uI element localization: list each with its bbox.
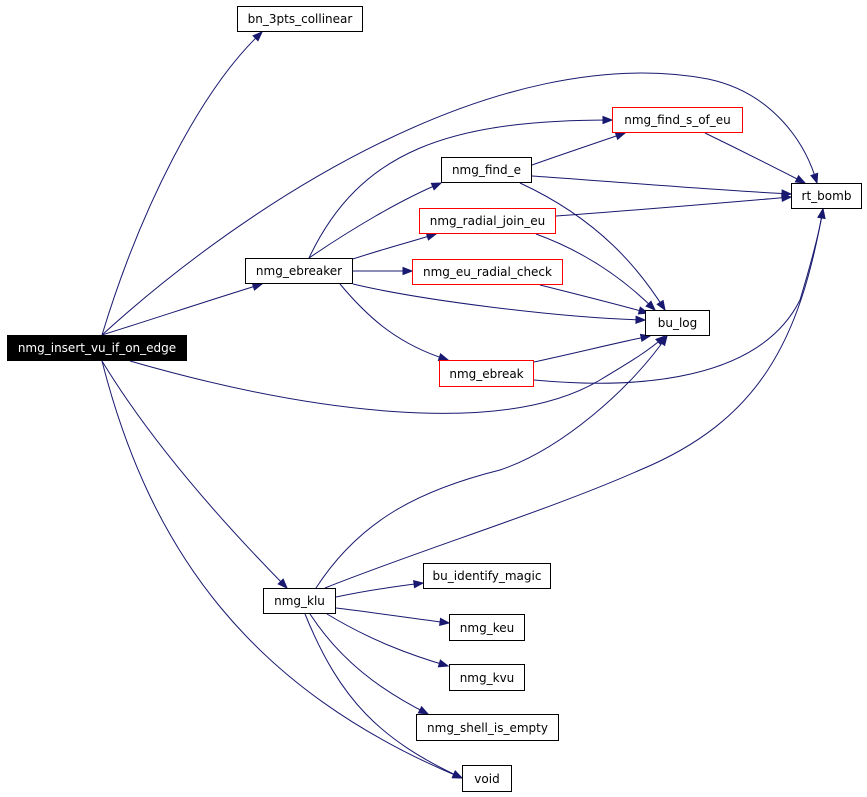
edge-ebreaker-to-eucheck — [353, 266, 414, 276]
node-bu-log[interactable]: bu_log — [645, 310, 710, 336]
node-bn-3pts-collinear[interactable]: bn_3pts_collinear — [237, 6, 363, 32]
arrowhead — [417, 705, 430, 715]
arrowhead — [656, 299, 666, 312]
edge-finde-to-rtbomb — [531, 175, 793, 198]
node-bu-identify-magic[interactable]: bu_identify_magic — [423, 563, 551, 589]
node-nmg-shell-is-empty[interactable]: nmg_shell_is_empty — [416, 714, 559, 741]
arrowhead — [425, 232, 438, 241]
edge-finde-to-bulog — [519, 182, 666, 312]
edge-insert-to-void — [101, 360, 464, 779]
arrowhead — [252, 31, 263, 42]
arrowhead — [602, 115, 614, 125]
arrowhead — [810, 172, 819, 185]
node-nmg-ebreaker[interactable]: nmg_ebreaker — [245, 258, 353, 284]
node-nmg-eu-radial-check[interactable]: nmg_eu_radial_check — [412, 259, 563, 285]
edge-ebreaker-to-finde — [308, 182, 443, 259]
arrowhead — [402, 266, 414, 276]
edge-insert-to-rtbomb — [101, 72, 819, 336]
node-nmg-kvu[interactable]: nmg_kvu — [449, 664, 525, 691]
arrowhead — [794, 174, 807, 184]
node-nmg-keu[interactable]: nmg_keu — [449, 614, 525, 641]
edge-finde-to-findsofeu — [531, 132, 627, 166]
arrowhead — [430, 182, 443, 191]
edge-klu-to-kvu — [326, 613, 450, 668]
arrowhead — [277, 578, 288, 589]
edge-klu-to-rtbomb — [324, 207, 826, 589]
edge-radialjoin-to-rtbomb — [555, 193, 793, 217]
arrowhead — [645, 300, 656, 311]
arrowhead — [817, 207, 826, 220]
edge-ebreak-to-rtbomb — [533, 207, 826, 384]
edge-insert-to-ebreaker — [101, 282, 264, 336]
edge-ebreaker-to-findsofeu — [308, 115, 614, 259]
edge-radialjoin-to-bulog — [535, 233, 656, 311]
edge-insert-to-klu — [101, 360, 288, 589]
edge-klu-to-bulog — [315, 334, 668, 589]
arrowhead — [781, 193, 793, 203]
edge-ebreak-to-bulog — [533, 333, 652, 363]
node-nmg-find-s-of-eu[interactable]: nmg_find_s_of_eu — [612, 107, 743, 133]
edge-insert-to-bn3 — [101, 31, 263, 336]
edge-klu-to-void — [304, 613, 464, 779]
edge-findsofeu-to-rtbomb — [704, 132, 807, 184]
node-nmg-radial-join-eu[interactable]: nmg_radial_join_eu — [419, 208, 556, 234]
arrowhead — [413, 579, 425, 589]
node-void[interactable]: void — [462, 765, 512, 792]
edge-klu-to-buident — [335, 579, 425, 598]
arrowhead — [451, 770, 464, 779]
arrowhead — [635, 315, 647, 324]
arrowhead — [439, 617, 451, 626]
node-nmg-insert-vu-if-on-edge[interactable]: nmg_insert_vu_if_on_edge — [7, 335, 187, 361]
node-rt-bomb[interactable]: rt_bomb — [791, 183, 862, 209]
edge-ebreaker-to-radialjoin — [352, 232, 438, 260]
node-nmg-klu[interactable]: nmg_klu — [263, 588, 336, 614]
arrowhead — [614, 132, 627, 141]
edge-klu-to-keu — [335, 607, 451, 626]
arrowhead — [658, 334, 668, 347]
arrowhead — [437, 659, 450, 668]
edge-insert-to-bulog — [129, 335, 667, 414]
edge-ebreaker-to-ebreak — [339, 283, 450, 362]
edge-ebreaker-to-bulog — [352, 283, 647, 324]
node-nmg-find-e[interactable]: nmg_find_e — [441, 157, 532, 183]
edge-klu-to-shellempty — [309, 613, 430, 715]
node-nmg-ebreak[interactable]: nmg_ebreak — [439, 360, 534, 387]
arrowhead — [251, 282, 264, 291]
